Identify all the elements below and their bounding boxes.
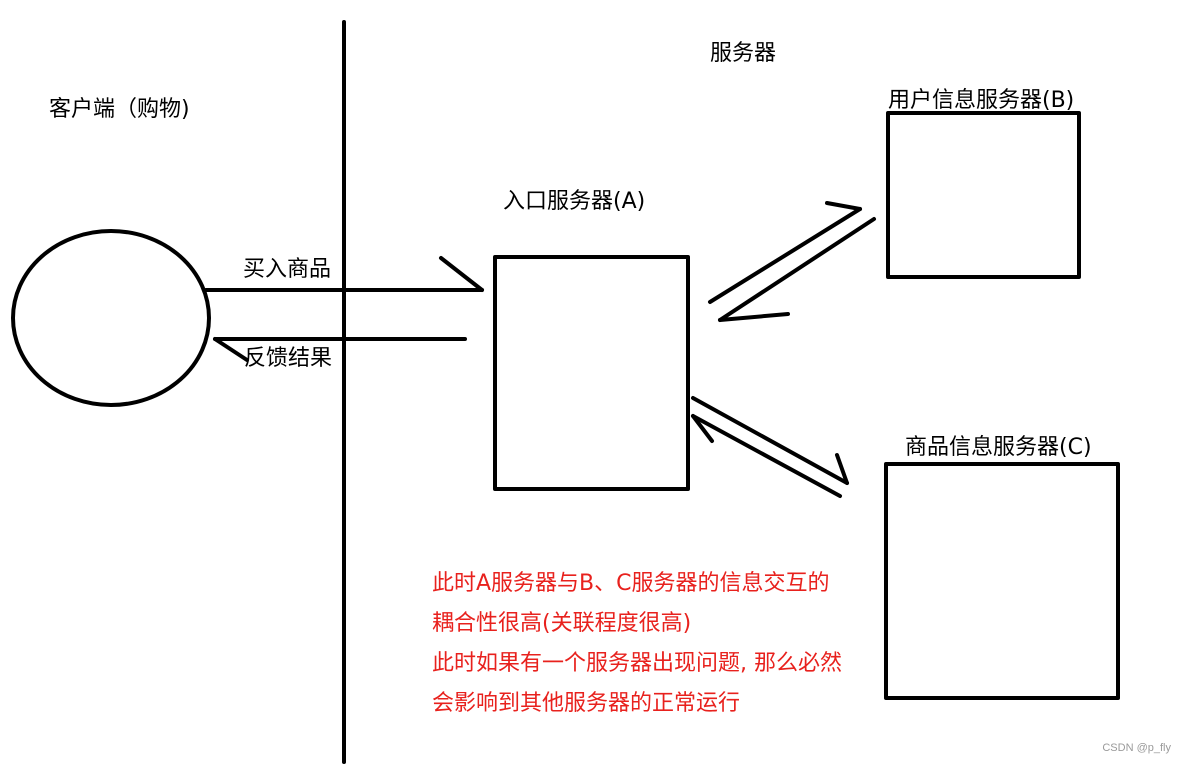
server-b-box	[886, 111, 1081, 279]
b-to-a-arrow	[718, 217, 876, 322]
server-c-label: 商品信息服务器(C)	[905, 435, 1092, 460]
note-line-2: 耦合性很高(关联程度很高)	[432, 611, 692, 636]
c-to-a-arrow	[691, 414, 842, 498]
buy-label: 买入商品	[243, 257, 332, 282]
server-c-box	[884, 462, 1120, 700]
server-b-label: 用户信息服务器(B)	[888, 88, 1075, 113]
note-line-4: 会影响到其他服务器的正常运行	[432, 691, 741, 716]
server-region-label: 服务器	[710, 41, 777, 66]
server-a-box	[493, 255, 690, 491]
watermark: CSDN @p_fly	[1102, 742, 1171, 754]
a-to-c-arrow	[691, 396, 849, 485]
buy-arrow	[204, 256, 484, 292]
note-line-3: 此时如果有一个服务器出现问题, 那么必然	[432, 651, 842, 676]
client-label: 客户端（购物)	[49, 97, 190, 122]
note-line-1: 此时A服务器与B、C服务器的信息交互的	[432, 571, 830, 596]
feedback-arrow	[213, 337, 467, 362]
client-node	[11, 229, 211, 407]
feedback-label: 反馈结果	[244, 346, 333, 371]
server-a-label: 入口服务器(A)	[503, 189, 646, 214]
a-to-b-arrow	[708, 201, 862, 304]
